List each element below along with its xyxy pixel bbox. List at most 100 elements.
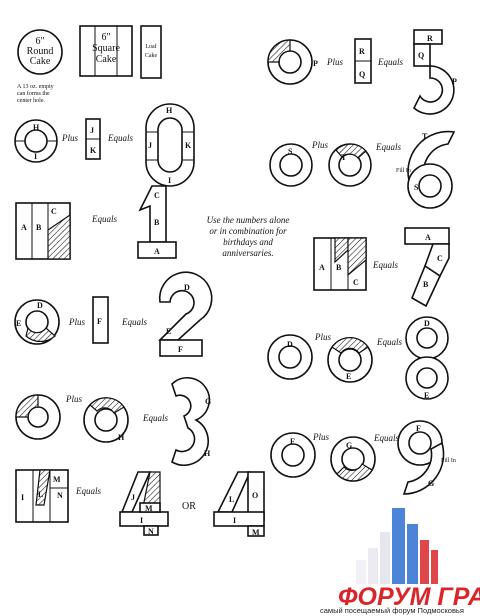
piece-label-D: D [424, 319, 430, 328]
center-note-line-2: or in combination for [209, 226, 287, 236]
watermark-bars-icon [356, 508, 438, 584]
assembled-one: C B A [137, 185, 177, 259]
piece-label-I: I [21, 493, 24, 502]
piece-label-J: J [90, 126, 94, 135]
plus-word: Plus [314, 332, 331, 342]
number-3-recipe: Plus H Equals G H [15, 377, 211, 466]
piece-label-O: O [252, 491, 258, 500]
piece-label-L: L [229, 495, 234, 504]
piece-label-E: E [424, 391, 429, 400]
square-cake-label-1: 6" [101, 32, 110, 43]
piece-label-C: C [437, 254, 443, 263]
assembled-four-b: L O I M [213, 471, 265, 537]
loaf-piece-f [92, 296, 109, 344]
square-cake-label-3: Cake [96, 54, 117, 65]
piece-label-E: E [166, 327, 171, 336]
piece-label-E: E [16, 319, 21, 328]
piece-label-B: B [336, 263, 342, 272]
loaf-cake-shape: Loaf Cake [140, 25, 162, 79]
plus-word: Plus [311, 140, 328, 150]
round-cake-shape: 6" Round Cake [17, 29, 63, 75]
number-7-recipe: A B C Equals A C B [313, 227, 450, 308]
equals-word: Equals [377, 57, 403, 67]
can-note-line-2: can forms the [17, 90, 50, 97]
piece-label-F: F [416, 424, 421, 433]
piece-label-A: A [154, 247, 160, 256]
piece-label-K: K [185, 141, 192, 150]
piece-label-S: S [288, 147, 293, 156]
equals-word: Equals [373, 433, 399, 443]
piece-label-E: E [346, 372, 351, 381]
round-cake-label-1: 6" [35, 36, 44, 47]
equals-word: Equals [121, 317, 147, 327]
piece-label-D: D [184, 283, 190, 292]
plus-word: Plus [68, 317, 85, 327]
number-0-recipe: H I Plus J K Equals H J K I [14, 103, 195, 187]
equals-word: Equals [75, 486, 101, 496]
round-cake-label-3: Cake [30, 56, 51, 67]
equals-word: Equals [142, 413, 168, 423]
piece-label-D: D [287, 340, 293, 349]
square-cake-shape: 6" Square Cake [79, 25, 133, 77]
can-note-line-1: A 13 oz. empty [17, 84, 54, 90]
piece-label-G: G [346, 441, 352, 450]
assembled-seven: A C B [404, 227, 450, 308]
piece-label-H: H [33, 123, 40, 132]
fill-in-note: Fill In [396, 168, 411, 174]
number-2-recipe: D E Plus F Equals D E F [14, 271, 213, 357]
can-note-line-3: center hole. [17, 98, 45, 104]
piece-label-I: I [233, 516, 236, 525]
plus-word: Plus [61, 133, 78, 143]
legend: 6" Round Cake 6" Square Cake Loaf Cake A… [17, 25, 162, 104]
equals-word: Equals [107, 133, 133, 143]
watermark-title: ФОРУМ ГРАД [338, 583, 480, 611]
piece-label-B: B [36, 223, 42, 232]
number-5-recipe: P Plus R Q Equals R Q P [267, 29, 457, 115]
round-cake-label-2: Round [27, 46, 54, 57]
piece-label-N: N [57, 491, 63, 500]
assembled-eight: D E [405, 316, 449, 400]
piece-label-D: D [37, 301, 43, 310]
center-note-line-1: Use the numbers alone [207, 215, 290, 225]
piece-label-A: A [425, 233, 431, 242]
piece-label-A: A [21, 223, 27, 232]
piece-label-L: L [38, 490, 43, 499]
number-8-recipe: D Plus E Equals D E [267, 316, 449, 400]
piece-label-C: C [51, 207, 57, 216]
piece-label-P: P [452, 77, 457, 86]
equals-word: Equals [376, 337, 402, 347]
assembled-three: G H [171, 377, 211, 466]
plus-word: Plus [312, 432, 329, 442]
loaf-cake-label-1: Loaf [145, 43, 156, 50]
piece-label-I: I [168, 176, 171, 185]
piece-label-R: R [359, 47, 365, 56]
equals-word: Equals [375, 142, 401, 152]
piece-label-P: P [313, 59, 318, 68]
equals-word: Equals [91, 214, 117, 224]
piece-label-T: T [341, 153, 347, 162]
assembled-four-a: J I M N [119, 471, 169, 536]
piece-label-G: G [428, 479, 434, 488]
number-1-recipe: A B C Equals C B A [15, 185, 177, 260]
piece-label-T: T [422, 132, 428, 141]
piece-label-S: S [414, 183, 419, 192]
piece-label-J: J [148, 141, 152, 150]
center-note: Use the numbers alone or in combination … [207, 215, 290, 258]
watermark-subtitle: самый посещаемый форум Подмосковья [320, 606, 464, 615]
piece-label-B: B [154, 218, 160, 227]
assembled-five: R Q P [413, 29, 457, 115]
piece-label-F: F [290, 437, 295, 446]
equals-word: Equals [372, 260, 398, 270]
assembled-two: D E F [158, 271, 213, 357]
piece-label-H: H [118, 433, 125, 442]
piece-label-Q: Q [359, 70, 365, 79]
piece-label-M: M [53, 475, 61, 484]
plus-word: Plus [326, 57, 343, 67]
number-4-recipe: I L M N Equals J I M N OR L O I M [15, 469, 265, 537]
center-note-line-4: anniversaries. [222, 248, 273, 258]
piece-label-G: G [205, 397, 211, 406]
square-cake-label-2: Square [92, 43, 120, 54]
piece-label-H: H [166, 106, 173, 115]
piece-label-I: I [140, 516, 143, 525]
piece-label-N: N [148, 527, 154, 536]
